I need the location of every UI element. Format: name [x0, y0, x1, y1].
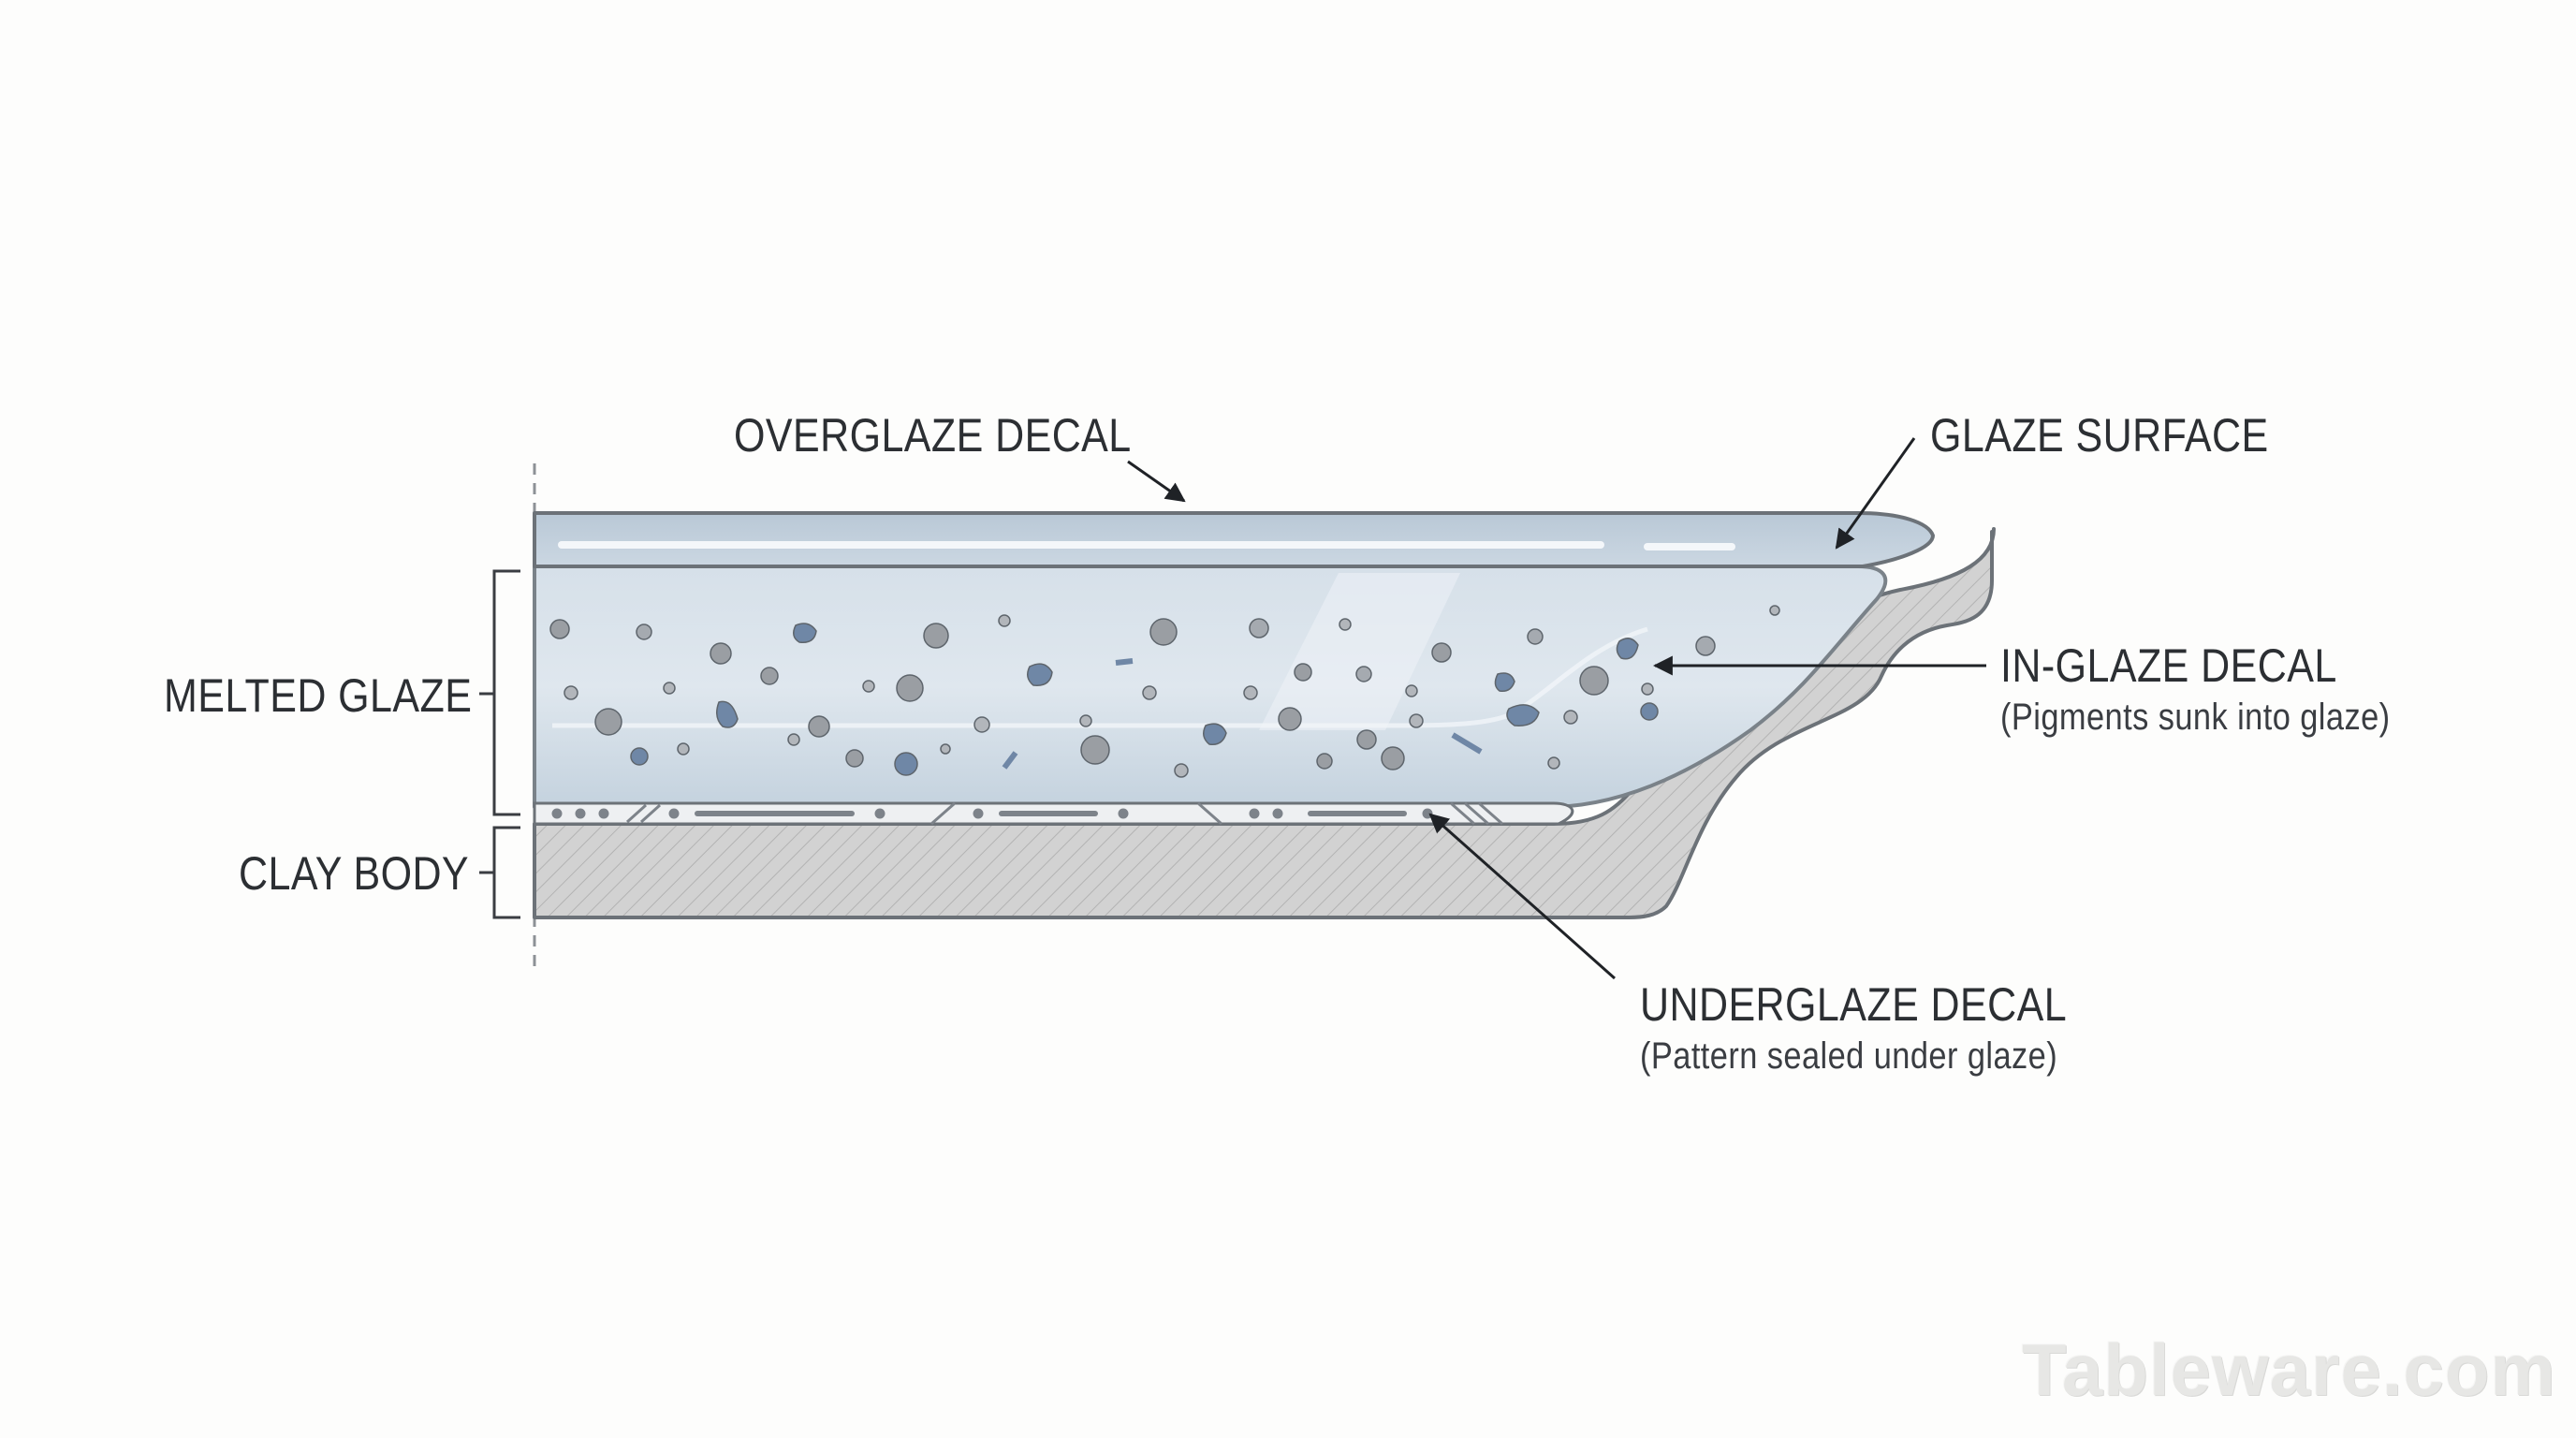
glaze-surface-label: GLAZE SURFACE	[1930, 409, 2269, 462]
underglaze-pattern-marks	[551, 801, 1503, 826]
in-glaze-decal-note: (Pigments sunk into glaze)	[2000, 697, 2391, 738]
melted-glaze-layer	[533, 565, 1888, 809]
in-glaze-pigments	[549, 605, 1780, 778]
melted-glaze-label: MELTED GLAZE	[164, 669, 473, 722]
underglaze-decal-label: UNDERGLAZE DECAL	[1640, 978, 2068, 1031]
glaze-surface-arrow	[1835, 437, 1916, 550]
watermark-text: Tableware.com	[2022, 1328, 2556, 1411]
overglaze-arrow	[1127, 460, 1186, 503]
underglaze-decal-note: (Pattern sealed under glaze)	[1640, 1035, 2058, 1077]
clay-body-bracket	[479, 826, 520, 919]
melted-glaze-bracket	[479, 569, 520, 816]
in-glaze-decal-label: IN-GLAZE DECAL	[2000, 639, 2337, 692]
overglaze-decal-label: OVERGLAZE DECAL	[734, 409, 1132, 462]
glaze-shine	[1259, 573, 1460, 730]
clay-body-label: CLAY BODY	[239, 847, 470, 900]
overglaze-surface-band	[533, 511, 1935, 568]
underglaze-arrow	[1428, 813, 1616, 980]
